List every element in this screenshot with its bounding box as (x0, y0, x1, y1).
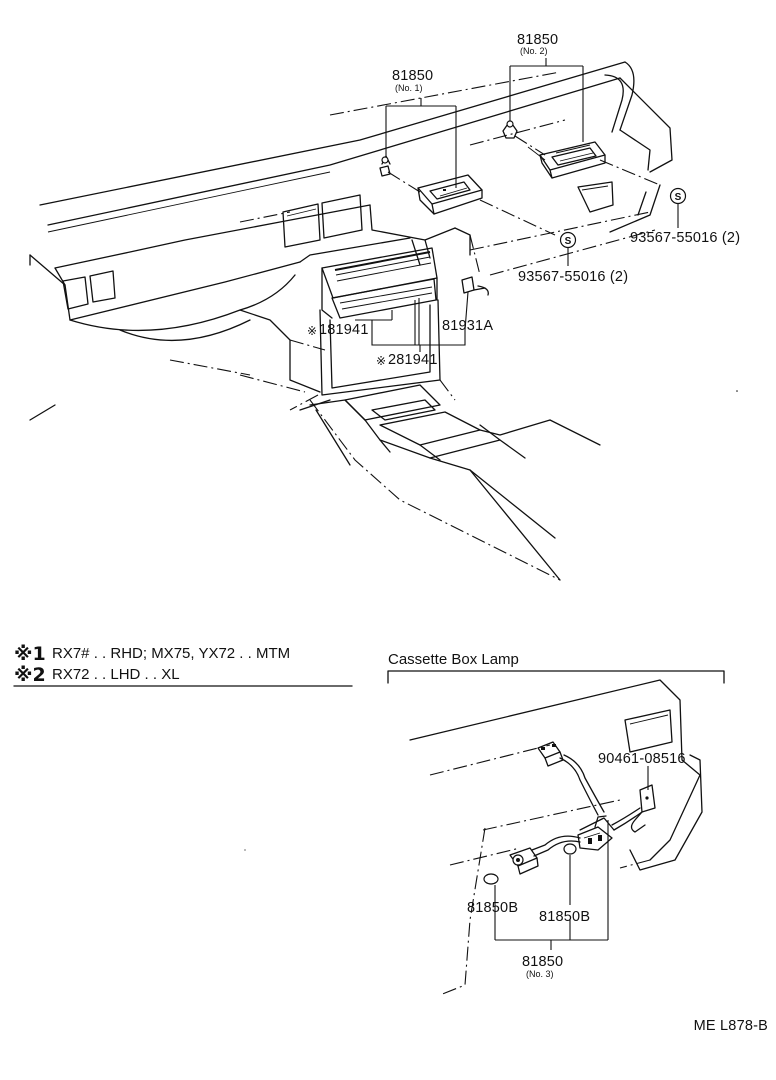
cassette-box-lamp-section: Cassette Box Lamp (387, 651, 725, 996)
label-81850-no3: 81850 (522, 954, 563, 970)
label-81941-1: 181941 (319, 322, 369, 338)
screw-left-symbol: S (565, 236, 572, 247)
lamp-no1-assembly (379, 155, 556, 236)
lamp-no2-assembly (502, 120, 661, 186)
label-81850b-right: 81850B (539, 909, 590, 925)
label-81850-no1: 81850 (392, 68, 433, 84)
label-90461: 90461-08516 (598, 751, 686, 767)
note2-text: RX72 . . LHD . . XL (52, 666, 180, 683)
note1-mark: ※1 (14, 643, 46, 665)
label-81850-no1-sub: (No. 1) (395, 83, 423, 93)
label-93567-right: 93567-55016 (2) (630, 230, 740, 246)
applicability-notes: ※1 RX7# . . RHD; MX75, YX72 . . MTM ※2 R… (13, 643, 353, 687)
label-81931a: 81931A (442, 318, 493, 334)
label-81941-1-mark: ※ (307, 324, 317, 338)
label-81850b-left: 81850B (467, 900, 518, 916)
screw-symbol-left: S (559, 231, 577, 249)
cassette-title-bracket (387, 670, 725, 684)
diagram-code: ME L878-B (694, 1018, 768, 1034)
label-93567-left: 93567-55016 (2) (518, 269, 628, 285)
note1-text: RX7# . . RHD; MX75, YX72 . . MTM (52, 645, 290, 662)
label-81941-2: 281941 (388, 352, 438, 368)
label-81850-no2-sub: (No. 2) (520, 46, 548, 56)
label-81941-2-mark: ※ (376, 354, 386, 368)
upper-leader-lines (355, 58, 679, 352)
label-81850-no3-sub: (No. 3) (526, 969, 554, 979)
screw-right-symbol: S (675, 192, 682, 203)
cassette-title: Cassette Box Lamp (388, 651, 519, 668)
note2-mark: ※2 (14, 664, 46, 686)
screw-symbol-right: S (669, 187, 687, 205)
label-81850-no2: 81850 (517, 32, 558, 48)
dashboard-illustration (29, 61, 673, 581)
